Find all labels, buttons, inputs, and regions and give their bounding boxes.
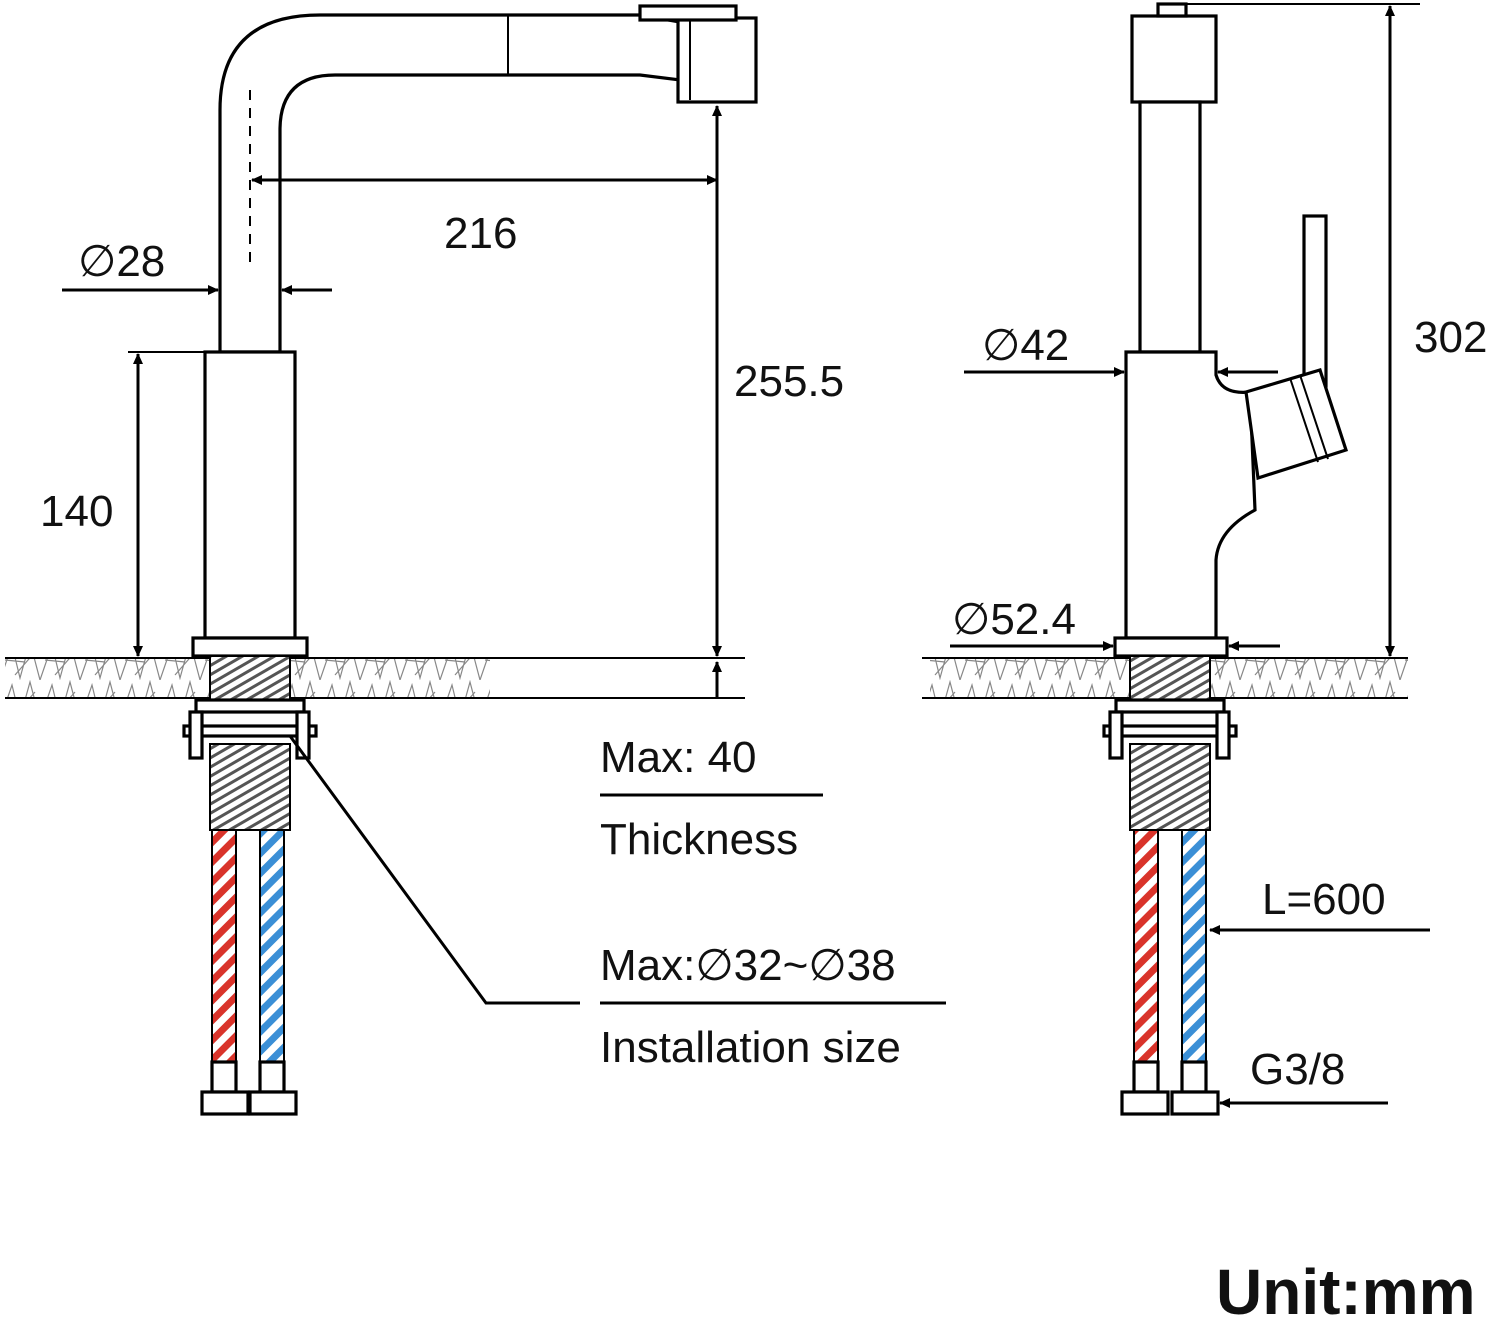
dim-connector: G3/8	[1250, 1045, 1345, 1094]
dim-pipe-diameter: ∅28	[78, 237, 165, 286]
side-faucet-body	[1124, 350, 1257, 640]
note-max-thickness: Max: 40	[600, 733, 757, 782]
threaded-rod	[209, 743, 291, 831]
mounting-shank	[209, 655, 291, 701]
note-thickness-label: Thickness	[600, 815, 798, 864]
hose-nut-right	[248, 1090, 298, 1116]
dim-overall-height-side: 302	[1414, 313, 1487, 362]
hot-hose	[211, 829, 237, 1063]
spout-pipe	[218, 13, 682, 354]
side-spray-head	[1130, 14, 1218, 104]
side-hot-hose	[1133, 829, 1159, 1063]
cold-hose	[259, 829, 285, 1063]
faucet-body	[203, 350, 297, 640]
dim-body-diameter: ∅42	[982, 321, 1069, 370]
note-install-label: Installation size	[600, 1023, 901, 1072]
note-max-install: Max:∅32~∅38	[600, 941, 896, 990]
side-upper-pipe	[1138, 100, 1202, 354]
handle-body	[1244, 368, 1349, 481]
dim-body-height: 140	[40, 487, 113, 536]
dim-base-diameter: ∅52.4	[952, 595, 1076, 644]
side-cold-hose	[1181, 829, 1207, 1063]
handle-lever	[1302, 214, 1328, 388]
unit-label: Unit:mm	[1216, 1256, 1476, 1319]
hose-nut-left	[200, 1090, 250, 1116]
dim-hose-length: L=600	[1262, 875, 1386, 924]
dim-reach: 216	[444, 209, 517, 258]
front-view: ∅28 216 255.5 140 Max: 40 Thickness Max:…	[5, 4, 946, 1116]
dim-overall-height: 255.5	[734, 357, 844, 406]
side-view: ∅42 ∅52.4 302 L=600 G3/8	[922, 2, 1487, 1116]
